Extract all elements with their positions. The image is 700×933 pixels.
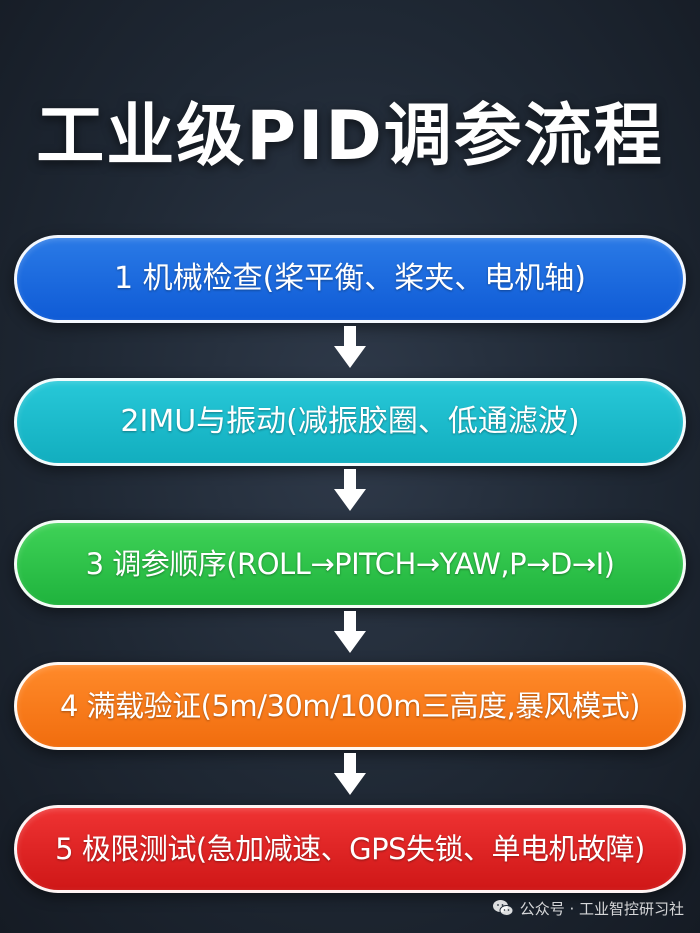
arrow-down-icon (334, 753, 366, 795)
arrow-down-icon (334, 469, 366, 511)
step-2-imu-vibration: 2IMU与振动(减振胶圈、低通滤波) (14, 378, 686, 466)
arrow-down-icon (334, 326, 366, 368)
step-5-limit-test: 5 极限测试(急加减速、GPS失锁、单电机故障) (14, 805, 686, 893)
step-1-label: 1 机械检查(桨平衡、桨夹、电机轴) (113, 261, 587, 296)
page-title: 工业级PID调参流程 (36, 97, 664, 176)
step-2-label: 2IMU与振动(减振胶圈、低通滤波) (120, 404, 580, 439)
watermark-text: 公众号 · 工业智控研习社 (519, 899, 684, 918)
watermark: 公众号 · 工业智控研习社 (492, 897, 684, 919)
step-3-tuning-order: 3 调参顺序(ROLL→PITCH→YAW,P→D→I) (14, 520, 686, 608)
step-1-mechanical-check: 1 机械检查(桨平衡、桨夹、电机轴) (14, 235, 686, 323)
step-4-full-load-verification: 4 满载验证(5m/30m/100m三高度,暴风模式) (14, 662, 686, 750)
arrow-down-icon (334, 611, 366, 653)
step-3-label: 3 调参顺序(ROLL→PITCH→YAW,P→D→I) (85, 547, 615, 581)
wechat-icon (492, 900, 514, 916)
step-5-label: 5 极限测试(急加减速、GPS失锁、单电机故障) (55, 832, 645, 866)
step-4-label: 4 满载验证(5m/30m/100m三高度,暴风模式) (59, 689, 641, 723)
